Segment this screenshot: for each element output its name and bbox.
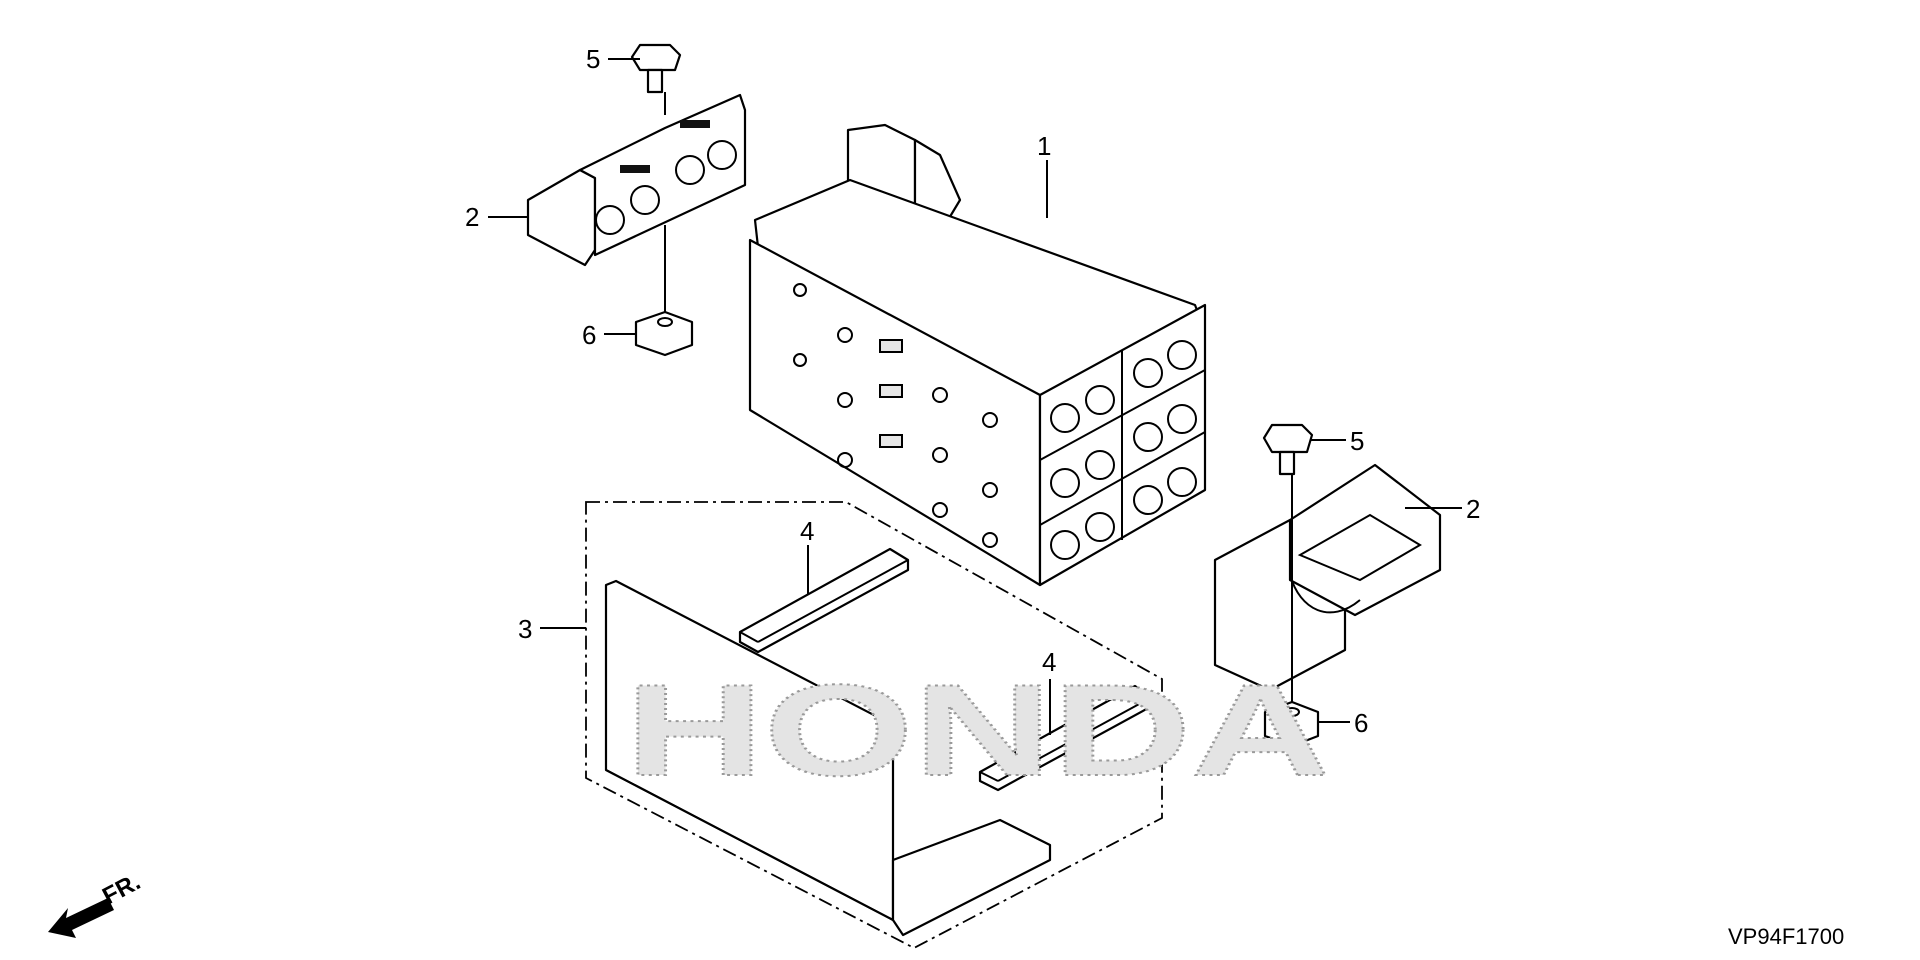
cell-grid	[1039, 340, 1206, 560]
side-bolts	[793, 283, 998, 548]
honda-watermark: HONDA	[625, 657, 1330, 803]
bracket-left[interactable]	[526, 93, 747, 267]
nut-right[interactable]	[1263, 700, 1320, 748]
callout-3: 3	[518, 614, 532, 644]
callout-4-bottom: 4	[1042, 647, 1056, 677]
bracket-right[interactable]	[1213, 463, 1442, 692]
callout-2-right: 2	[1466, 494, 1480, 524]
drawing-code: VP94F1700	[1728, 924, 1844, 949]
bolt-right[interactable]	[1262, 423, 1314, 476]
kit-dashed-outline	[585, 501, 1163, 950]
callout-5-right: 5	[1350, 426, 1364, 456]
nut-left[interactable]	[634, 310, 694, 357]
front-direction-arrow-icon	[48, 898, 114, 938]
pad-bottom[interactable]	[978, 684, 1154, 792]
battery-module[interactable]	[748, 123, 1207, 587]
callout-1: 1	[1037, 131, 1051, 161]
leader-lines	[488, 58, 1462, 735]
callout-5-left: 5	[586, 44, 600, 74]
callout-4-top: 4	[800, 516, 814, 546]
bolt-left[interactable]	[630, 43, 682, 115]
insulator-sheet[interactable]	[604, 579, 1052, 937]
pad-top[interactable]	[738, 547, 910, 654]
callout-2-left: 2	[465, 202, 479, 232]
callout-6-right: 6	[1354, 708, 1368, 738]
callout-6-left: 6	[582, 320, 596, 350]
